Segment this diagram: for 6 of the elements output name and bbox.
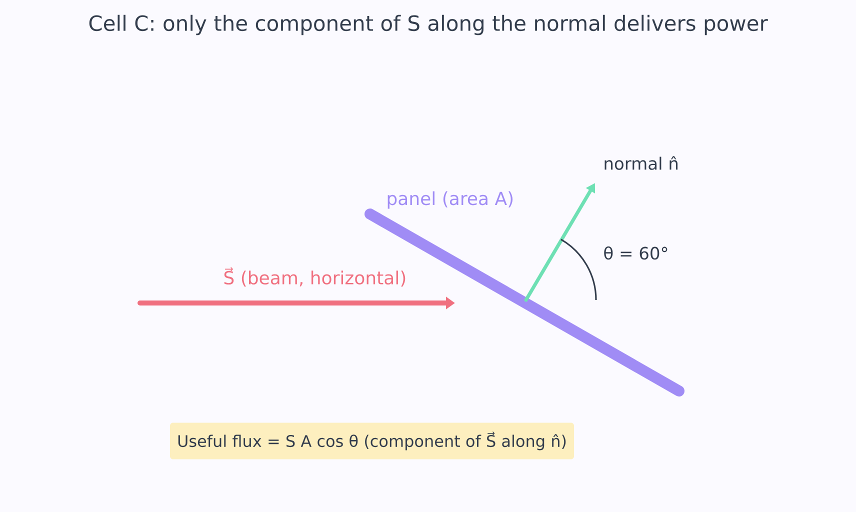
label: θ = 60° — [604, 246, 668, 260]
label: panel (area A) — [388, 191, 513, 209]
formula-box: Useful flux = S A cos θ (component of S⃗ along n̂) — [170, 422, 574, 460]
title: Cell C: only the component of S along the normal delivers power — [89, 14, 768, 36]
label: S⃗ (beam, horizontal) — [224, 267, 406, 287]
label: normal n̂ — [604, 156, 678, 170]
